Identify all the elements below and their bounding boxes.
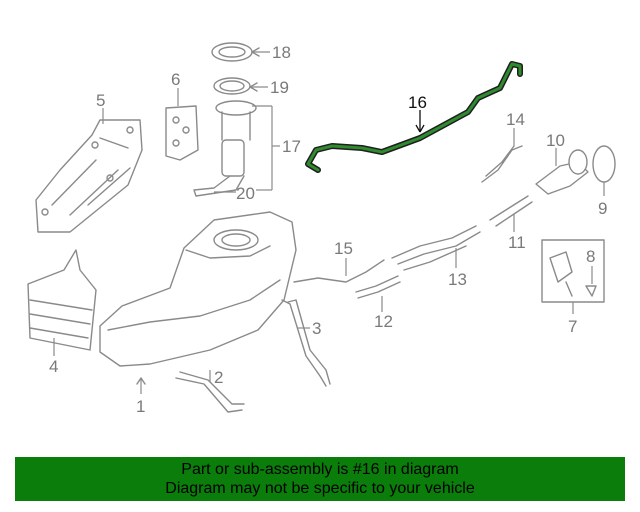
part-3-strap[interactable]: 3 [281, 299, 331, 387]
callout-4: 4 [49, 357, 58, 376]
callout-17: 17 [282, 137, 301, 156]
part-2-strap[interactable]: 2 [175, 368, 245, 413]
callout-3: 3 [312, 319, 321, 338]
part-1-fuel-tank[interactable]: 1 [99, 211, 297, 416]
parts-diagram: 5 6 18 19 17 20 [27, 42, 616, 416]
part-11-hose[interactable]: 11 [489, 195, 533, 252]
banner-line-1: Part or sub-assembly is #16 in diagram [181, 461, 459, 478]
part-15-tube[interactable]: 15 [293, 239, 385, 283]
callout-19: 19 [270, 78, 289, 97]
part-info-banner: Part or sub-assembly is #16 in diagram D… [15, 457, 625, 501]
part-9-cap[interactable]: 9 [592, 145, 616, 218]
callout-18: 18 [272, 43, 291, 62]
callout-15: 15 [334, 239, 353, 258]
callout-16: 16 [408, 93, 427, 112]
part-16-tube[interactable]: 16 [305, 61, 523, 173]
part-5-heat-shield[interactable]: 5 [35, 91, 143, 233]
callout-7: 7 [568, 317, 577, 336]
part-18-lock-ring[interactable]: 18 [211, 42, 291, 62]
callout-1: 1 [136, 397, 145, 416]
callout-2: 2 [214, 368, 223, 387]
callout-20: 20 [236, 184, 255, 203]
callout-10: 10 [546, 131, 565, 150]
part-14-clip[interactable]: 14 [481, 110, 525, 183]
callout-14: 14 [506, 110, 525, 129]
part-17-fuel-pump-module[interactable]: 17 20 [193, 100, 301, 203]
part-13-tube-assembly[interactable]: 13 [391, 225, 481, 289]
callout-12: 12 [374, 312, 393, 331]
callout-8: 8 [586, 247, 595, 266]
part-6-bracket[interactable]: 6 [165, 70, 199, 161]
part-7-filler-door-kit[interactable]: 8 7 [541, 239, 605, 336]
part-10-filler-neck[interactable]: 10 [535, 131, 589, 195]
part-19-gasket[interactable]: 19 [213, 77, 289, 97]
callout-5: 5 [96, 91, 105, 110]
part-4-shield[interactable]: 4 [27, 249, 97, 376]
callout-9: 9 [598, 199, 607, 218]
banner-line-2: Diagram may not be specific to your vehi… [165, 480, 475, 497]
callout-6: 6 [171, 70, 180, 89]
callout-13: 13 [448, 270, 467, 289]
part-12-hose[interactable]: 12 [355, 275, 401, 331]
callout-11: 11 [508, 233, 526, 252]
